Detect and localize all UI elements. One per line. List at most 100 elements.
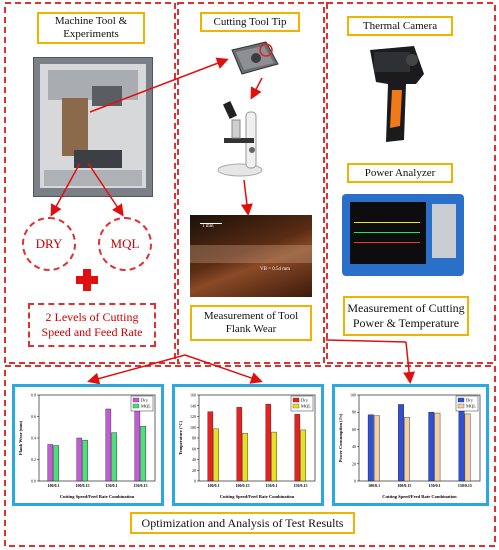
results-frame bbox=[4, 365, 496, 547]
legend-label: MQL bbox=[301, 404, 311, 409]
bar-dry-3 bbox=[105, 408, 112, 482]
plus-icon bbox=[76, 269, 98, 291]
y-tick-label: 0.4 bbox=[31, 436, 36, 441]
x-tick-label: 150/0.15 bbox=[293, 483, 307, 488]
x-tick-label: 100/0.1 bbox=[368, 483, 380, 488]
arrow-machine-to-tip bbox=[89, 57, 229, 113]
bar-mql-3 bbox=[111, 432, 117, 482]
legend-swatch bbox=[132, 403, 140, 409]
dry-circle: DRY bbox=[22, 217, 76, 271]
bar-mql-2 bbox=[82, 439, 88, 482]
legend-swatch bbox=[457, 403, 465, 409]
panel-tool-frame bbox=[177, 2, 325, 364]
y-tick-label: 0.8 bbox=[31, 393, 36, 398]
mql-circle: MQL bbox=[98, 217, 152, 271]
arrow-power-segment bbox=[325, 339, 407, 343]
y-tick-label: 80 bbox=[352, 410, 356, 415]
plot-frame bbox=[358, 394, 481, 482]
y-tick-label: 100 bbox=[190, 425, 196, 430]
arrow-to-mql bbox=[87, 162, 124, 217]
bar-dry-1 bbox=[47, 444, 54, 482]
bar-mql-4 bbox=[464, 413, 471, 482]
y-tick-label: 0 bbox=[354, 479, 356, 484]
microscope-image bbox=[217, 101, 263, 177]
legend-label: MQL bbox=[466, 404, 476, 409]
x-tick-label: 150/0.15 bbox=[133, 483, 147, 488]
bar-mql-1 bbox=[53, 445, 59, 482]
legend-swatch bbox=[292, 403, 300, 409]
x-axis-label: Cutting Speed/Feed Rate Combination bbox=[382, 494, 457, 499]
y-tick-label: 80 bbox=[192, 436, 196, 441]
y-tick-label: 100 bbox=[350, 393, 356, 398]
arrow-to-chart2 bbox=[184, 354, 263, 384]
x-tick-label: 150/0.15 bbox=[458, 483, 472, 488]
bar-mql-4 bbox=[300, 429, 306, 482]
x-tick-label: 100/0.15 bbox=[235, 483, 249, 488]
legend-swatch bbox=[132, 397, 140, 403]
y-tick-label: 0.0 bbox=[31, 479, 36, 484]
y-tick-label: 0.2 bbox=[31, 457, 36, 462]
x-tick-label: 150/0.1 bbox=[105, 483, 117, 488]
arrow-tip-to-microscope bbox=[250, 77, 263, 100]
y-axis-label: Flank Wear (mm) bbox=[18, 420, 23, 455]
y-tick-label: 40 bbox=[192, 457, 196, 462]
legend-label: Dry bbox=[141, 398, 149, 403]
flank-wear-label: Measurement of Tool Flank Wear bbox=[190, 305, 312, 341]
x-tick-label: 100/0.15 bbox=[75, 483, 89, 488]
x-tick-label: 100/0.1 bbox=[47, 483, 59, 488]
y-tick-label: 20 bbox=[352, 461, 356, 466]
bar-mql-3 bbox=[434, 412, 441, 482]
thermal-camera-image bbox=[370, 46, 424, 142]
bar-dry-2 bbox=[76, 437, 83, 482]
cutting-tip-label: Cutting Tool Tip bbox=[200, 12, 300, 32]
legend-label: Dry bbox=[301, 398, 309, 403]
bar-mql-3 bbox=[271, 431, 277, 482]
thermal-camera-label: Thermal Camera bbox=[347, 16, 453, 36]
power-temp-label: Measurement of Cutting Power & Temperatu… bbox=[343, 296, 469, 336]
legend-swatch bbox=[292, 397, 300, 403]
wear-value-label: VB = 0.54 mm bbox=[260, 267, 291, 272]
x-axis-label: Cutting Speed/Feed Rate Combination bbox=[60, 494, 135, 499]
legend-label: Dry bbox=[466, 398, 474, 403]
bar-mql-2 bbox=[242, 432, 248, 482]
bar-dry-2 bbox=[236, 407, 243, 482]
bar-mql-4 bbox=[140, 425, 146, 482]
power-analyzer-image bbox=[342, 194, 464, 276]
arrow-microscope-to-image bbox=[240, 179, 253, 216]
bar-dry-4 bbox=[294, 414, 301, 482]
arrow-to-chart3 bbox=[403, 341, 416, 384]
bar-dry-4 bbox=[458, 410, 465, 482]
y-tick-label: 40 bbox=[352, 444, 356, 449]
y-tick-label: 0.6 bbox=[31, 414, 36, 419]
bar-mql-2 bbox=[404, 417, 411, 482]
y-axis-label: Power Consumption (J/s) bbox=[338, 413, 343, 462]
y-tick-label: 160 bbox=[190, 393, 196, 398]
x-tick-label: 100/0.1 bbox=[207, 483, 219, 488]
machine-tool-label: Machine Tool & Experiments bbox=[37, 12, 145, 44]
y-tick-label: 60 bbox=[352, 427, 356, 432]
y-tick-label: 0 bbox=[194, 479, 196, 484]
power-analyzer-label: Power Analyzer bbox=[347, 163, 453, 183]
x-tick-label: 150/0.1 bbox=[265, 483, 277, 488]
arrow-to-dry bbox=[50, 162, 81, 217]
levels-label: 2 Levels of Cutting Speed and Feed Rate bbox=[28, 303, 156, 347]
y-tick-label: 120 bbox=[190, 414, 196, 419]
bar-mql-1 bbox=[373, 415, 380, 482]
panel-machine-frame bbox=[4, 2, 176, 364]
bar-mql-1 bbox=[213, 428, 219, 482]
y-tick-label: 60 bbox=[192, 446, 196, 451]
bar-dry-3 bbox=[428, 412, 435, 482]
y-axis-label: Temperature (°C) bbox=[178, 420, 183, 455]
cutting-insert-image bbox=[231, 41, 279, 75]
y-tick-label: 140 bbox=[190, 403, 196, 408]
bar-dry-2 bbox=[398, 404, 404, 482]
panel-sensor-frame bbox=[326, 2, 496, 364]
bar-dry-1 bbox=[367, 414, 374, 482]
